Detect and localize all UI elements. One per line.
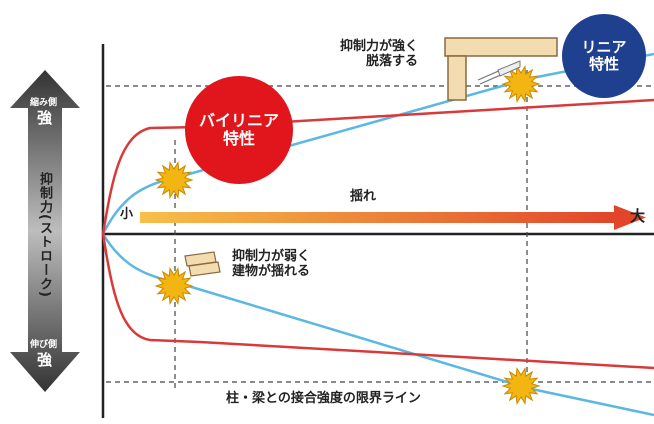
detach-beam-illustration — [444, 37, 558, 101]
linear-badge-text: リニア特性 — [581, 37, 627, 73]
strong-top-label: 強 — [37, 109, 53, 127]
shake-small-label: 小 — [120, 207, 134, 222]
burst-small-extend — [154, 266, 194, 306]
shake-large-label: 大 — [630, 207, 646, 225]
shaking-arrow — [140, 205, 646, 230]
bilinear-badge-text: バイリニア特性 — [198, 110, 279, 148]
burst-small-compress — [154, 160, 194, 200]
force-double-arrow — [10, 70, 80, 392]
strong-detach-note: 抑制力が強く 脱落する — [340, 39, 419, 69]
strong-bottom-label: 強 — [37, 351, 53, 369]
limit-line-note: 柱・梁との接合強度の限界ライン — [226, 391, 421, 406]
force-axis-label: 抑制力(ストローク) — [37, 172, 52, 298]
linear-badge: リニア特性 — [562, 14, 646, 98]
weak-board-illustration — [184, 251, 221, 277]
weak-shake-note: 抑制力が弱く 建物が揺れる — [232, 249, 311, 279]
bilinear-curve-lower — [101, 233, 654, 370]
extend-side-label: 伸び側 — [30, 340, 58, 350]
shake-label: 揺れ — [350, 189, 377, 204]
burst-large-compress — [501, 64, 541, 104]
bilinear-badge: バイリニア特性 — [185, 76, 293, 184]
bilinear-curve-upper — [101, 98, 654, 235]
compress-side-label: 縮み側 — [30, 98, 58, 108]
burst-large-extend — [501, 366, 541, 406]
